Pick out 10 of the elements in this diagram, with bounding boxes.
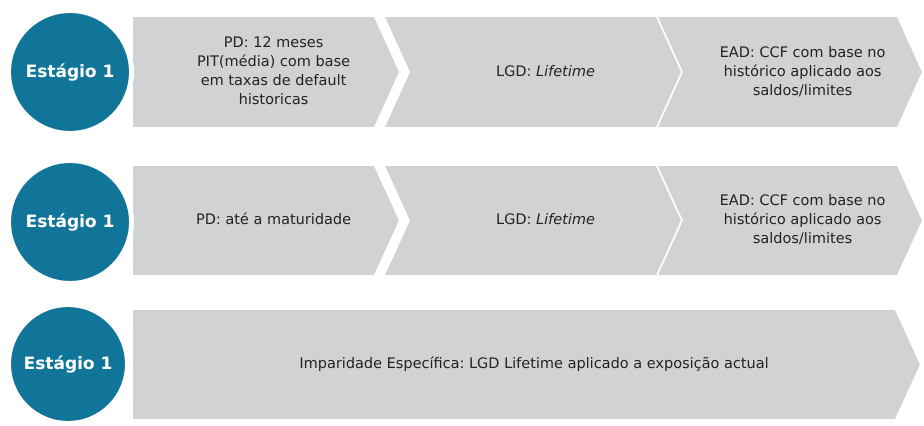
step-text: PD: até a maturidade — [194, 211, 352, 230]
step-text: LGD: Lifetime — [495, 211, 596, 230]
step-text: LGD: Lifetime — [495, 62, 596, 82]
stage-label: Estágio 1 — [26, 212, 114, 232]
step-text: EAD: CCF com base no histórico aplicado aos saldos/limites — [718, 192, 886, 249]
stage-label: Estágio 1 — [24, 354, 112, 374]
step-text: Imparidade Específica: LGD Lifetime aplicado a exposição actual — [298, 355, 770, 374]
step-text: EAD: CCF com base no histórico aplicado aos saldos/limites — [718, 44, 886, 100]
step-text: PD: 12 meses PIT(média) com base em taxas de default historicas — [196, 34, 352, 110]
stage-label: Estágio 1 — [26, 62, 114, 82]
